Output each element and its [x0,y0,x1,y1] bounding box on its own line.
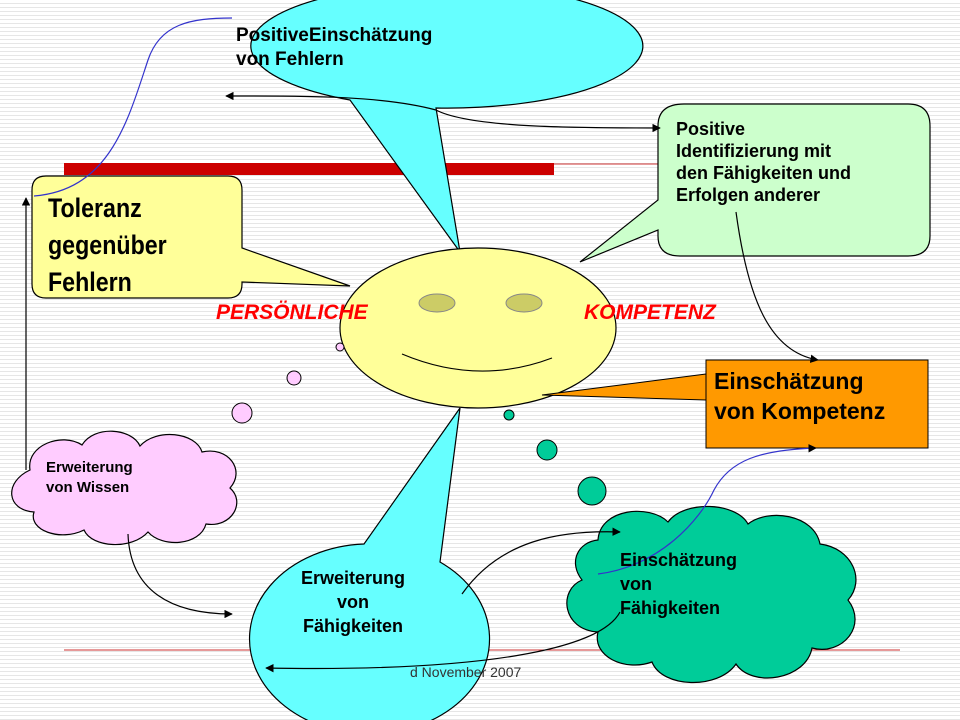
smile-mouth [401,353,553,372]
title-word-kompetenz: KOMPETENZ [584,301,716,324]
kompetenz-callout-pointer [541,373,707,401]
right-eye-icon [505,293,543,313]
title-word-persoenlich: PERSÖNLICHE [216,301,368,324]
connector-blue-top [33,17,233,197]
kompetenz-box [705,359,929,449]
thought-dot [231,402,253,424]
thought-dot [503,409,515,421]
faehigkeiten-cloud [566,505,857,684]
connector-identifizierung-to-kompetenz [735,211,819,363]
erweiterung-wissen-label: Erweiterung von Wissen [46,459,133,496]
positive-einschaetzung-label: PositiveEinschätzung von Fehlern [236,25,433,70]
footer-date: d November 2007 [410,664,522,680]
toleranz-label: Toleranz gegenüber Fehlern [48,193,167,297]
erweiterung-faehigkeiten-label: Erweiterung von Fähigkeiten [300,568,406,636]
connector-to-identifizierung [435,109,661,133]
smiley-face [339,247,617,409]
thought-dot [577,476,607,506]
einschaetzung-kompetenz-label: Einschätzung von Kompetenz [714,368,886,424]
red-title-bar [64,163,554,175]
einschaetzung-faehigkeiten-label: Einschätzung von Fähigkeiten [620,550,738,618]
connector-top-arrow [225,91,437,111]
thought-dot [335,342,345,352]
connector-wissen-to-faehigkeiten [127,533,233,619]
toleranz-bubble [31,175,351,299]
positive-identifizierung-label: Positive Identifizierung mit den Fähigke… [676,119,852,205]
connector-einschaetzung-to-kompetenz [597,444,817,575]
left-eye-icon [418,293,456,313]
wissen-cloud [11,430,238,546]
connector-bottom-loop [265,611,621,673]
connector-faehigkeiten-to-einschaetzung [461,527,621,595]
einschaetzung-fehler-bubble [250,0,644,253]
identifizierung-bubble [579,103,931,263]
thought-dot [536,439,558,461]
erweiterung-faehigkeiten-bubble [248,407,491,720]
thought-dot [286,370,302,386]
